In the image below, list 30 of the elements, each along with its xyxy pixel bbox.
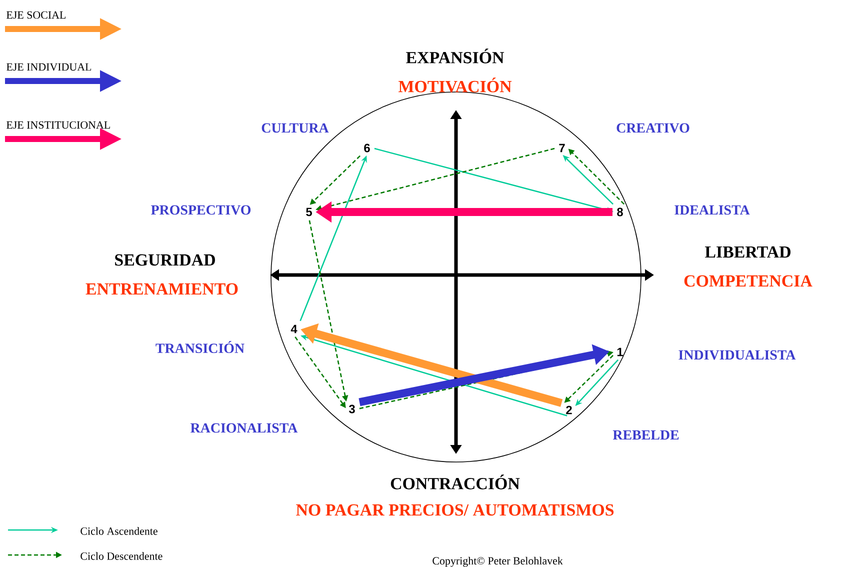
stage-label: PROSPECTIVO — [151, 205, 251, 215]
stage-label: TRANSICIÓN — [156, 340, 244, 354]
cycle-number: 3 — [348, 404, 355, 414]
heading-label: SEGURIDAD — [115, 254, 215, 266]
heading-label: MOTIVACIÓN — [398, 78, 512, 92]
cycle-number: 4 — [290, 324, 298, 334]
stage-label: CREATIVO — [616, 123, 690, 133]
heading-label: ENTRENAMIENTO — [86, 283, 238, 295]
heading-label: LIBERTAD — [705, 246, 790, 258]
legend-label: EJE INDIVIDUAL — [6, 63, 92, 71]
cycle-number: 5 — [306, 208, 312, 216]
cycle-number: 8 — [617, 208, 623, 216]
heading-label: NO PAGAR PRECIOS/ AUTOMATISMOS — [296, 504, 614, 516]
legend-label: Ciclo Descendente — [80, 552, 162, 560]
legend-label: EJE INSTITUCIONAL — [6, 121, 110, 129]
stage-label: RACIONALISTA — [190, 423, 298, 433]
cycle-number: 2 — [566, 406, 572, 414]
legend-label: Ciclo Ascendente — [80, 527, 158, 535]
heading-label: COMPETENCIA — [684, 275, 812, 287]
stage-label: REBELDE — [612, 430, 679, 440]
legend-label: EJE SOCIAL — [6, 11, 66, 19]
cycle-number: 1 — [617, 348, 623, 356]
copyright-note: Copyright© Peter Belohlavek — [432, 556, 563, 567]
cycle-number: 7 — [559, 144, 565, 152]
heading-label: CONTRACCIÓN — [390, 474, 520, 490]
cycle-number: 6 — [364, 144, 370, 152]
stage-label: INDIVIDUALISTA — [678, 350, 796, 360]
stage-label: IDEALISTA — [674, 205, 750, 215]
heading-label: EXPANSIÓN — [406, 48, 504, 64]
stage-label: CULTURA — [262, 123, 329, 133]
